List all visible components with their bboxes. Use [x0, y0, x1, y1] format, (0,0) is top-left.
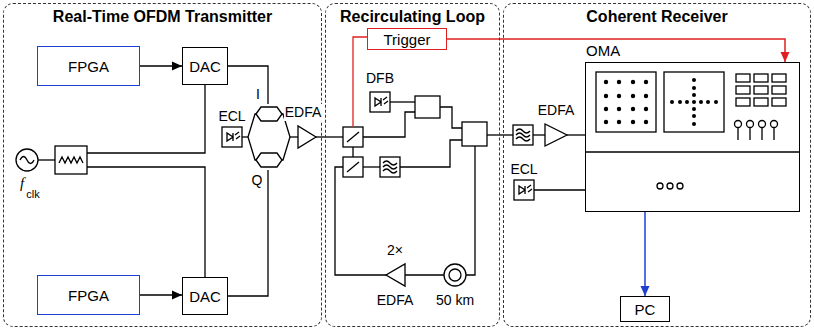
section-heading: Recirculating Loop: [326, 8, 499, 26]
screen: [664, 72, 724, 132]
fiber: [363, 166, 380, 167]
signal-name: Q: [251, 172, 264, 189]
fiber: [363, 112, 415, 137]
fiber-spool: [444, 264, 466, 286]
fiber: [316, 136, 343, 137]
fiber: [440, 107, 462, 128]
rf-wire: [228, 66, 268, 104]
laser-symbol: [514, 180, 534, 200]
trigger-box: Trigger: [367, 28, 447, 50]
box-label: PC: [635, 301, 656, 318]
laser-symbol: [222, 127, 242, 147]
power-splitter: [55, 146, 87, 174]
screen: [596, 72, 656, 132]
section-heading: OMA: [586, 42, 620, 59]
clock-wire: [87, 167, 205, 277]
inputs-row: [657, 183, 683, 189]
connector-arrow: [447, 39, 785, 62]
count-label: 2×: [386, 242, 404, 259]
divider: [585, 151, 800, 152]
box-label: DAC: [189, 288, 221, 305]
wire: [38, 159, 55, 160]
filter-symbol: [513, 125, 533, 145]
part-name: ECL: [509, 161, 538, 178]
filter-symbol: [380, 157, 400, 177]
keypad: [736, 74, 786, 106]
pc-box: PC: [620, 296, 670, 322]
fpga-box: FPGA: [37, 46, 140, 86]
part-name: EDFA: [284, 104, 323, 121]
dac-box: DAC: [182, 277, 228, 315]
part-name: ECL: [217, 108, 246, 125]
amplifier-symbol: [298, 126, 316, 148]
laser-symbol: [370, 92, 390, 112]
fiber: [567, 134, 585, 135]
fiber-loop: [335, 146, 475, 275]
analyzer-box: OMA: [585, 62, 800, 212]
part-name: EDFA: [537, 102, 576, 119]
fiber: [400, 140, 462, 167]
resistor-symbol: [59, 157, 83, 163]
amplifier-symbol: [545, 124, 567, 146]
signal-name: f: [19, 175, 25, 192]
constellation: [670, 78, 718, 126]
fpga-box: FPGA: [37, 275, 140, 315]
fiber-spool: [449, 269, 461, 281]
section-heading: Real-Time OFDM Transmitter: [4, 8, 321, 26]
sine-symbol: [20, 157, 34, 164]
switch-symbol: [343, 127, 363, 147]
switch-symbol: [343, 157, 363, 177]
length-label: 50 km: [435, 292, 475, 309]
box-label: FPGA: [68, 58, 109, 75]
box-label: FPGA: [68, 287, 109, 304]
rf-wire: [228, 170, 268, 296]
part-name: DFB: [365, 70, 395, 87]
box-label: Trigger: [384, 31, 431, 48]
section-heading: Coherent Receiver: [504, 8, 810, 26]
clock-wire: [87, 85, 205, 153]
arrow-head: [781, 52, 790, 62]
coupler-symbol: [415, 96, 440, 118]
section-panel: Recirculating LoopTrigger: [325, 3, 500, 327]
fiber: [533, 134, 545, 135]
clock-source: [16, 149, 38, 171]
arrow-head: [641, 286, 650, 296]
coupler-symbol: [462, 122, 487, 146]
fiber: [242, 136, 248, 137]
section-panel: Real-Time OFDM TransmitterFPGA DAC FPGA DAC: [3, 3, 322, 327]
fiber: [390, 101, 415, 102]
fiber: [534, 189, 585, 190]
fiber: [487, 134, 513, 135]
box-label: DAC: [189, 58, 221, 75]
fiber: [352, 147, 353, 157]
dac-box: DAC: [182, 47, 228, 85]
connectors-row: [735, 121, 778, 141]
signal-subscript: clk: [25, 186, 40, 203]
arrow-head: [172, 62, 182, 71]
signal-name: I: [255, 86, 261, 103]
constellation: [604, 80, 648, 124]
section-panel: Coherent ReceiverOMA PC: [503, 3, 811, 327]
fiber: [290, 136, 298, 137]
connector-arrow: [644, 212, 646, 296]
amplifier-symbol: [386, 264, 405, 286]
arrow-head: [172, 291, 182, 300]
part-name: EDFA: [376, 292, 415, 309]
mzm-symbol: [256, 107, 282, 121]
mzm-symbol: [256, 153, 282, 167]
